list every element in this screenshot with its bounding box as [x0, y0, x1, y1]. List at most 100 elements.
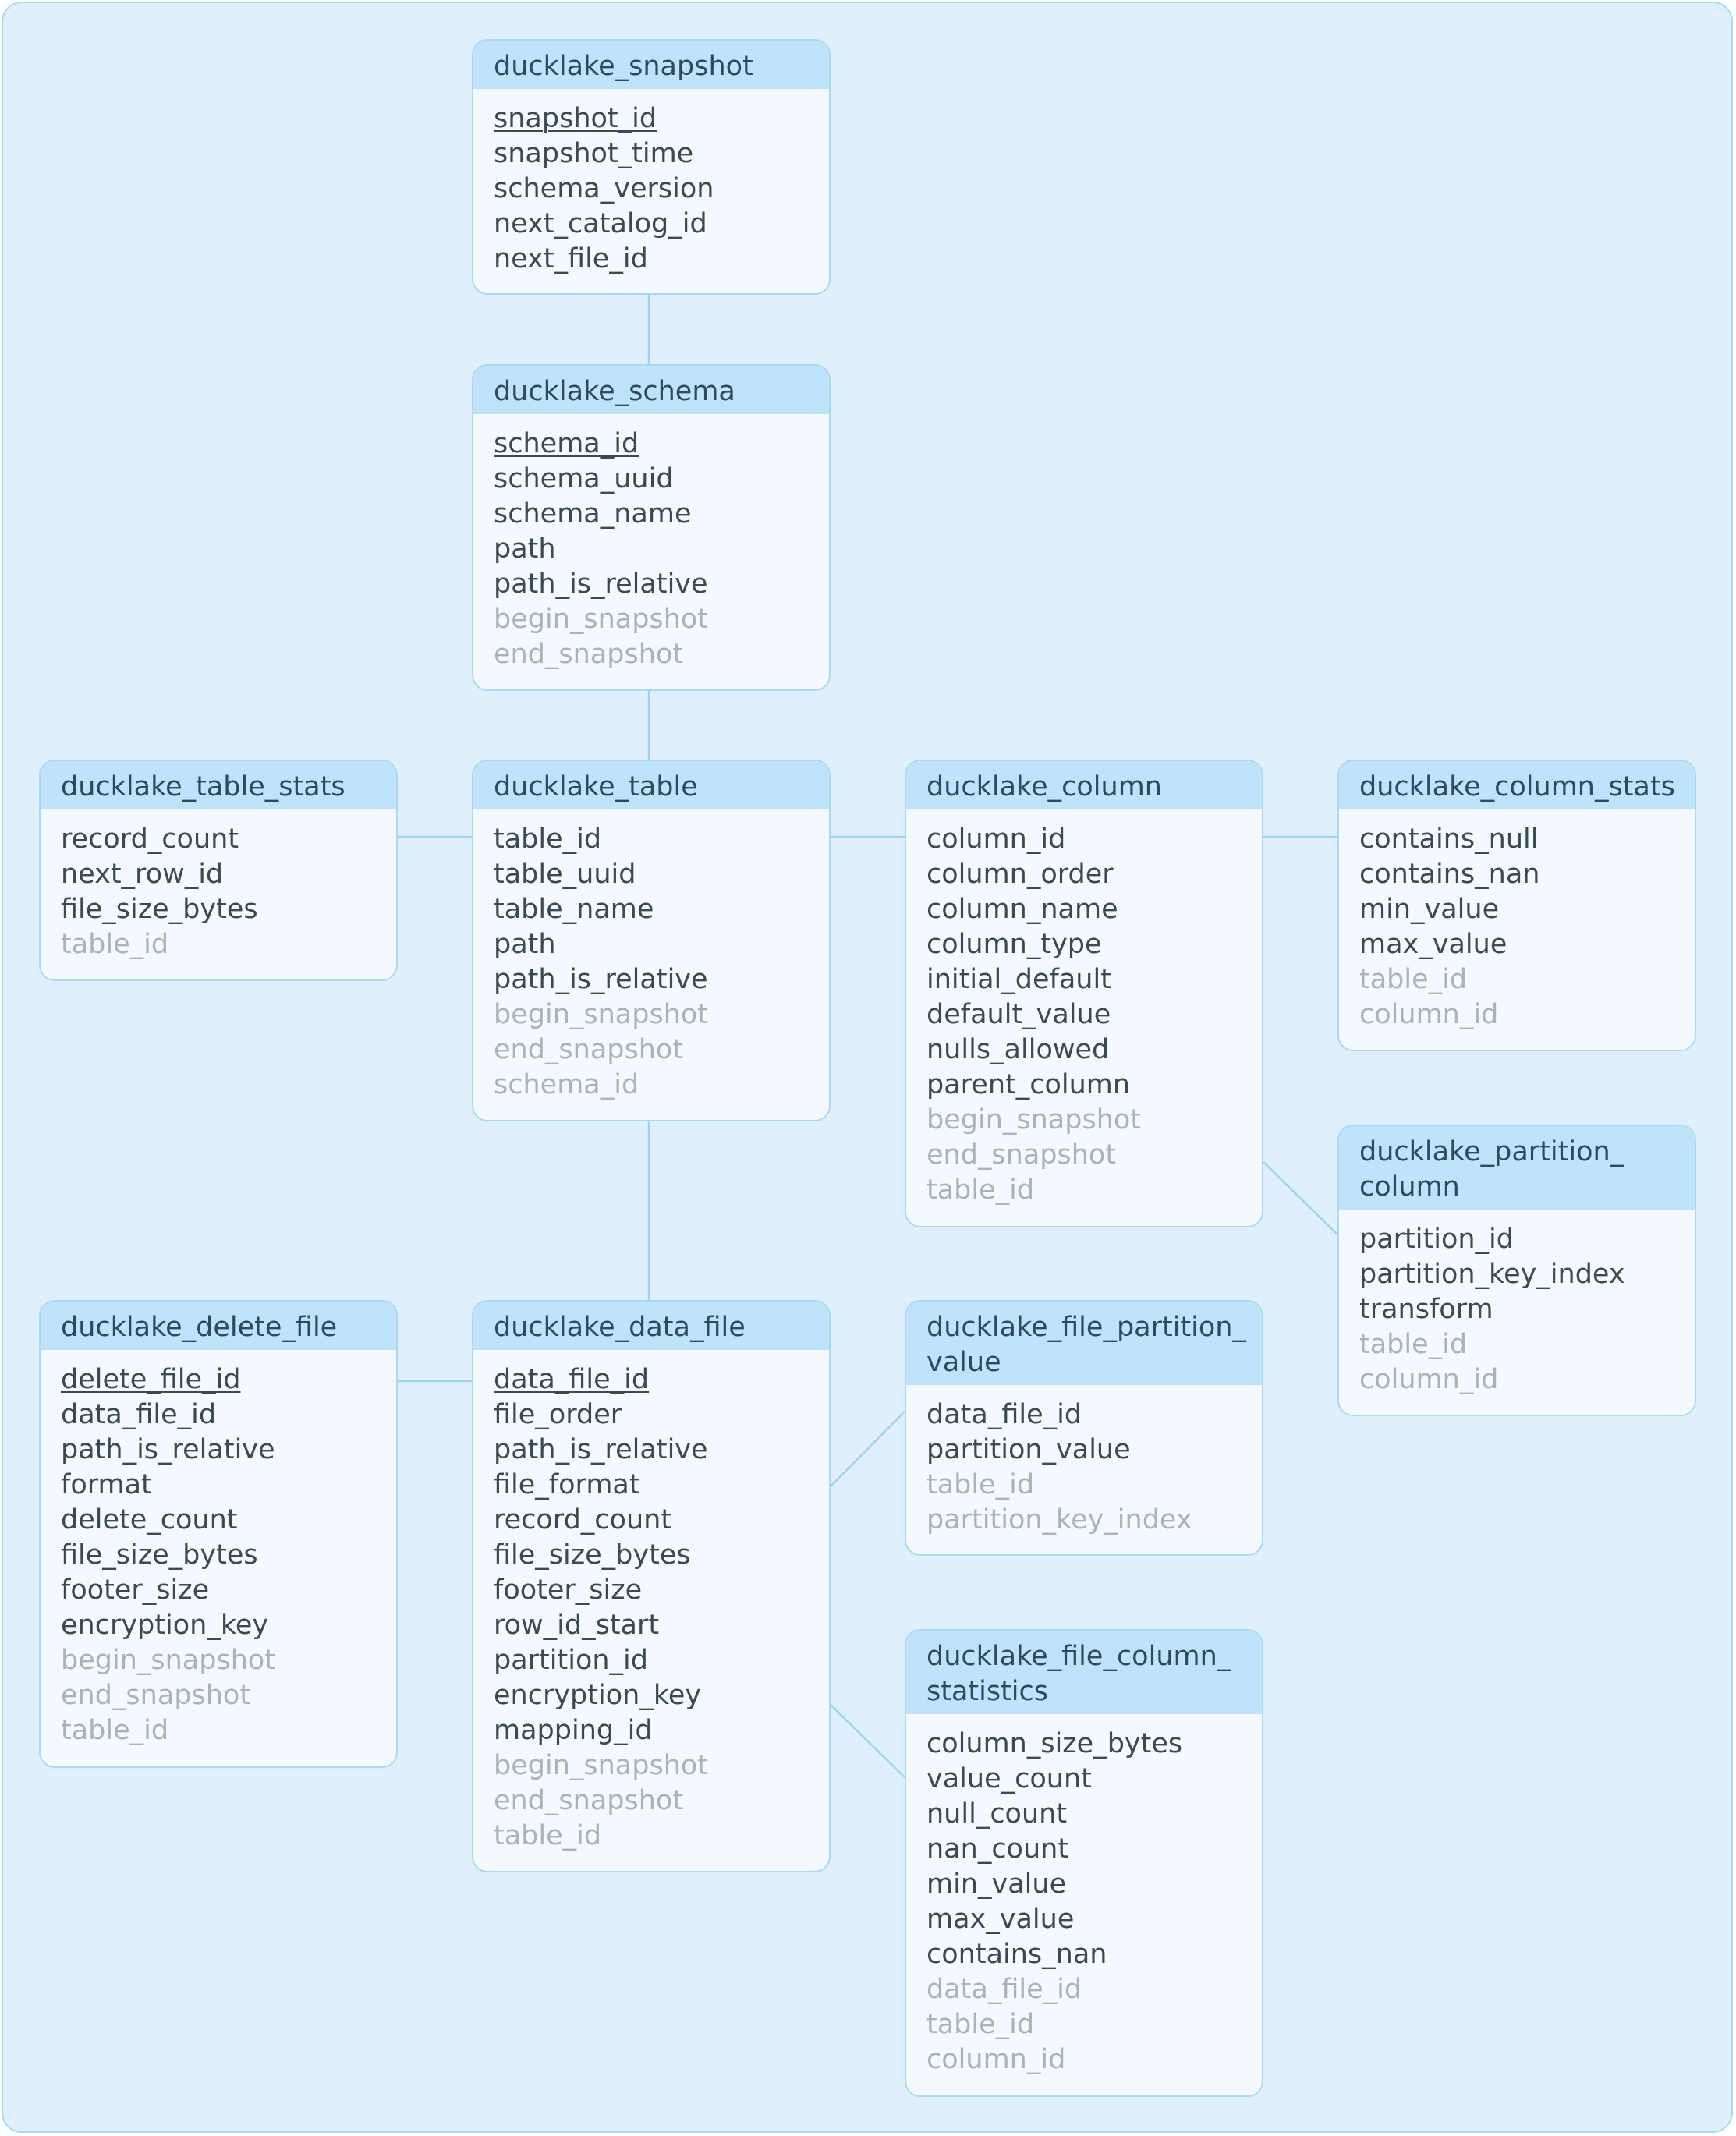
entity-title: ducklake_table — [473, 761, 829, 809]
field: mapping_id — [494, 1715, 653, 1746]
field: min_value — [1359, 894, 1500, 925]
field: column_size_bytes — [926, 1728, 1183, 1759]
field: partition_key_index — [1359, 1259, 1625, 1290]
foreign-key-field: table_id — [1359, 1329, 1468, 1360]
field: data_file_id — [61, 1399, 217, 1430]
field: default_value — [926, 999, 1111, 1030]
entity-title-line: value — [926, 1347, 1001, 1378]
field: footer_size — [494, 1575, 643, 1606]
field: partition_value — [926, 1434, 1131, 1465]
field: encryption_key — [494, 1680, 702, 1711]
entity-title-line: statistics — [926, 1676, 1049, 1707]
field: contains_nan — [926, 1939, 1107, 1970]
entity-ducklake-table: ducklake_table table_id table_uuid table_na… — [472, 760, 831, 1121]
field: delete_count — [61, 1504, 238, 1536]
field: file_size_bytes — [494, 1539, 691, 1571]
foreign-key-field: data_file_id — [926, 1974, 1082, 2005]
foreign-key-field: schema_id — [494, 1069, 639, 1100]
foreign-key-field: column_id — [1359, 1364, 1499, 1395]
field: column_order — [926, 859, 1114, 890]
entity-title: ducklake_snapshot — [473, 41, 829, 89]
entity-title-line: ducklake_table — [494, 771, 698, 802]
foreign-key-field: begin_snapshot — [494, 999, 709, 1030]
foreign-key-field: begin_snapshot — [61, 1645, 276, 1676]
entity-ducklake-delete-file: ducklake_delete_file delete_file_id data_f… — [39, 1300, 398, 1768]
entity-title-line: ducklake_partition_ — [1359, 1136, 1624, 1167]
field: contains_nan — [1359, 859, 1540, 890]
field: max_value — [926, 1904, 1075, 1935]
entity-title: ducklake_file_column_statistics — [906, 1631, 1262, 1714]
field: nulls_allowed — [926, 1034, 1110, 1065]
field: partition_id — [1359, 1224, 1514, 1255]
foreign-key-field: begin_snapshot — [494, 1750, 709, 1781]
foreign-key-field: end_snapshot — [494, 639, 684, 670]
field: footer_size — [61, 1575, 210, 1606]
foreign-key-field: end_snapshot — [61, 1680, 251, 1711]
field: table_name — [494, 894, 654, 925]
entity-title: ducklake_delete_file — [41, 1302, 396, 1350]
field: path_is_relative — [494, 964, 708, 995]
entity-title-line: ducklake_file_partition_ — [926, 1312, 1246, 1343]
field: parent_column — [926, 1069, 1131, 1100]
field: path_is_relative — [61, 1434, 275, 1465]
entity-title-line: ducklake_snapshot — [494, 51, 753, 82]
field: next_row_id — [61, 859, 224, 890]
foreign-key-field: table_id — [926, 1469, 1035, 1500]
field: path_is_relative — [494, 569, 708, 600]
field: format — [61, 1469, 152, 1500]
field: file_order — [494, 1399, 622, 1430]
entity-title: ducklake_file_partition_value — [906, 1302, 1262, 1385]
field: value_count — [926, 1763, 1092, 1794]
primary-key-field: delete_file_id — [61, 1364, 241, 1395]
entity-title-line: ducklake_column_stats — [1359, 771, 1675, 802]
field: column_name — [926, 894, 1118, 925]
field: snapshot_time — [494, 138, 694, 169]
foreign-key-field: table_id — [1359, 964, 1468, 995]
relationship-line — [830, 1411, 905, 1487]
entity-title-line: column — [1359, 1171, 1460, 1203]
field: partition_id — [494, 1645, 648, 1676]
entity-title-line: ducklake_column — [926, 771, 1162, 802]
field: table_uuid — [494, 859, 636, 890]
field: encryption_key — [61, 1610, 269, 1641]
entity-title: ducklake_schema — [473, 366, 829, 414]
entity-title-line: ducklake_table_stats — [61, 771, 345, 802]
field: transform — [1359, 1294, 1493, 1325]
field: file_format — [494, 1469, 640, 1500]
entity-title: ducklake_column — [906, 761, 1262, 809]
foreign-key-field: begin_snapshot — [494, 604, 709, 635]
field: column_type — [926, 929, 1102, 960]
entity-title: ducklake_partition_column — [1339, 1126, 1695, 1210]
primary-key-field: data_file_id — [494, 1364, 650, 1395]
entity-title: ducklake_column_stats — [1339, 761, 1695, 809]
foreign-key-field: table_id — [926, 1174, 1035, 1206]
field: record_count — [61, 824, 239, 855]
field: column_id — [926, 824, 1066, 855]
entity-ducklake-table-stats: ducklake_table_stats record_count next_row… — [39, 760, 398, 981]
foreign-key-field: partition_key_index — [926, 1504, 1192, 1536]
field: schema_version — [494, 173, 714, 204]
field: initial_default — [926, 964, 1111, 995]
primary-key-field: snapshot_id — [494, 103, 657, 134]
primary-key-field: schema_id — [494, 428, 639, 459]
entity-title: ducklake_data_file — [473, 1302, 829, 1350]
field: null_count — [926, 1798, 1068, 1830]
field: contains_null — [1359, 824, 1539, 855]
field: path_is_relative — [494, 1434, 708, 1465]
field: max_value — [1359, 929, 1507, 960]
foreign-key-field: end_snapshot — [494, 1034, 684, 1065]
foreign-key-field: table_id — [494, 1820, 602, 1851]
field: table_id — [494, 824, 602, 855]
